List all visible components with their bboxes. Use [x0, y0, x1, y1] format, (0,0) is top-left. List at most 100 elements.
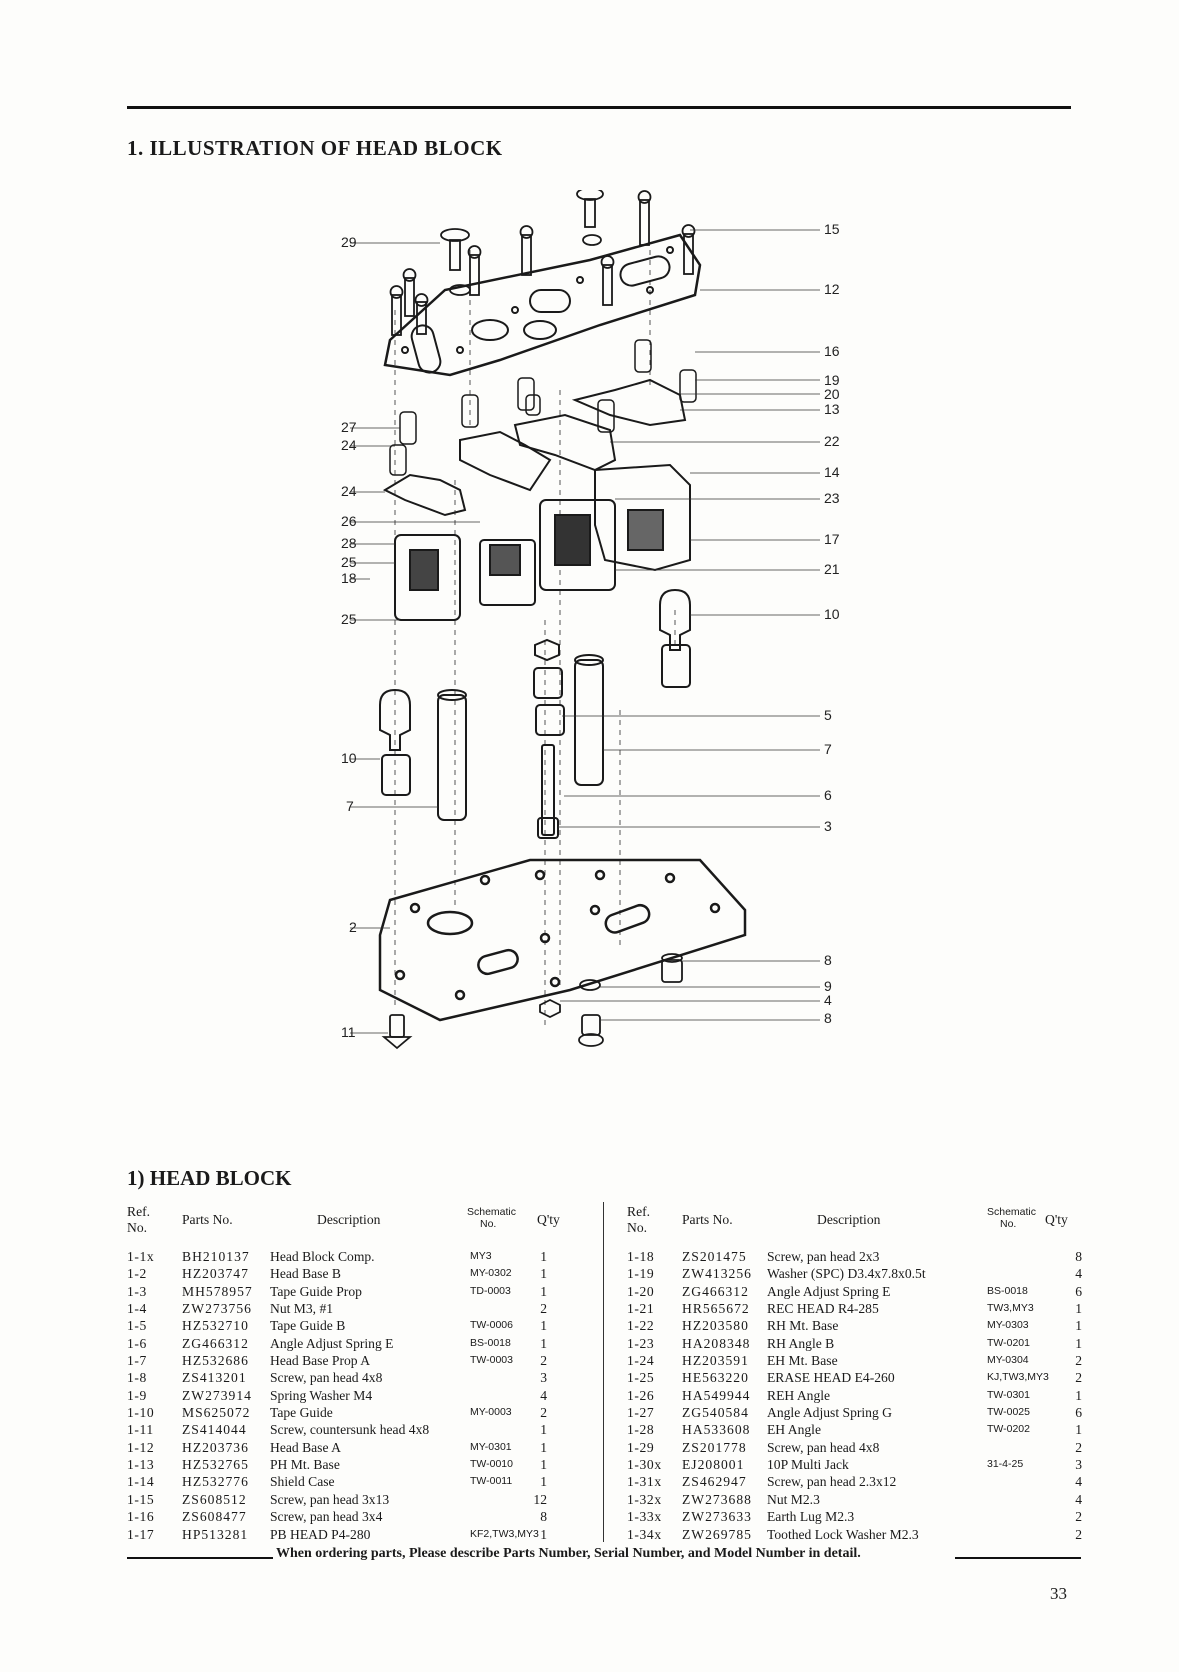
ref-no: 1-34x [627, 1526, 662, 1542]
ref-no: 1-25 [627, 1370, 655, 1386]
callout-16: 16 [824, 343, 840, 359]
ref-no: 1-1x [127, 1249, 155, 1264]
quantity: 6 [1075, 1405, 1082, 1421]
description: Spring Washer M4 [270, 1387, 373, 1403]
schematic-no: KF2,TW3,MY3 [470, 1527, 539, 1540]
schematic-no: TW-0301 [987, 1388, 1030, 1401]
col-ref-1: Ref. [127, 1204, 151, 1219]
top-rule [127, 106, 1071, 109]
quantity: 1 [1075, 1422, 1082, 1438]
ref-no: 1-30x [627, 1457, 662, 1473]
description: ERASE HEAD E4-260 [767, 1370, 895, 1386]
description: Screw, pan head 4x8 [270, 1370, 383, 1386]
description: REH Angle [767, 1387, 831, 1403]
schematic-no: TW3,MY3 [987, 1302, 1034, 1315]
ref-no: 1-17 [127, 1526, 155, 1542]
schematic-no: TW-0011 [470, 1475, 513, 1488]
quantity: 2 [540, 1353, 547, 1369]
quantity: 1 [1075, 1335, 1082, 1351]
ref-no: 1-19 [627, 1266, 655, 1282]
parts-no: HR565672 [682, 1301, 750, 1317]
parts-table-left: Ref. No. Parts No. Description Schematic… [127, 1200, 587, 1543]
callout-10-right: 10 [824, 606, 840, 622]
parts-no: HZ203591 [682, 1353, 749, 1369]
schematic-no: MY-0003 [470, 1406, 512, 1419]
ref-no: 1-23 [627, 1335, 655, 1351]
callout-7-right: 7 [824, 741, 832, 757]
page-number: 33 [1050, 1584, 1067, 1603]
callout-3: 3 [824, 818, 832, 834]
ref-no: 1-29 [627, 1439, 655, 1455]
quantity: 4 [1075, 1491, 1082, 1507]
ref-no: 1-31x [627, 1474, 662, 1490]
schematic-no: BS-0018 [987, 1284, 1028, 1297]
parts-no: MS625072 [182, 1405, 251, 1421]
parts-no: ZW413256 [682, 1266, 752, 1282]
schematic-no: MY-0303 [987, 1319, 1029, 1332]
callout-8: 8 [824, 952, 832, 968]
callout-25b: 25 [341, 611, 357, 627]
quantity: 1 [540, 1526, 547, 1542]
quantity: 1 [540, 1474, 547, 1490]
parts-no: ZW269785 [682, 1526, 752, 1542]
schematic-no: 31-4-25 [987, 1458, 1024, 1471]
col-ref-1: Ref. [627, 1204, 651, 1219]
callout-14: 14 [824, 464, 840, 480]
description: Tape Guide Prop [270, 1283, 362, 1299]
callout-4: 4 [824, 992, 832, 1008]
parts-no: ZS608512 [182, 1491, 247, 1507]
head-block-exploded-diagram [350, 190, 820, 1050]
schematic-no: BS-0018 [470, 1336, 511, 1349]
callout-7: 7 [346, 798, 354, 814]
description: Angle Adjust Spring E [767, 1283, 891, 1299]
mount-brackets [382, 378, 687, 517]
description: Nut M2.3 [767, 1491, 820, 1507]
parts-no: HZ203736 [182, 1439, 249, 1455]
head-base-a [383, 233, 702, 377]
col-parts-no: Parts No. [182, 1212, 233, 1227]
quantity: 1 [540, 1457, 547, 1473]
quantity: 1 [1075, 1318, 1082, 1334]
quantity: 1 [540, 1422, 547, 1438]
schematic-no: TW-0006 [470, 1319, 513, 1332]
ref-no: 1-24 [627, 1353, 655, 1369]
parts-no: ZG540584 [682, 1405, 749, 1421]
schematic-no: KJ,TW3,MY3 [987, 1371, 1049, 1384]
callout-12: 12 [824, 281, 840, 297]
callout-23: 23 [824, 490, 840, 506]
description: 10P Multi Jack [767, 1457, 849, 1473]
leader-lines [350, 229, 820, 1034]
ref-no: 1-12 [127, 1439, 155, 1455]
quantity: 8 [1075, 1249, 1082, 1264]
ref-no: 1-28 [627, 1422, 655, 1438]
parts-no: ZS414044 [182, 1422, 247, 1438]
schematic-no: MY-0304 [987, 1354, 1029, 1367]
parts-no: ZS608477 [182, 1509, 247, 1525]
callout-25: 25 [341, 554, 357, 570]
description: Head Base A [270, 1439, 341, 1455]
ref-no: 1-11 [127, 1422, 154, 1438]
quantity: 4 [1075, 1474, 1082, 1490]
schematic-no: TW-0010 [470, 1458, 513, 1471]
schematic-no: MY3 [470, 1250, 492, 1262]
ref-no: 1-4 [127, 1301, 147, 1317]
parts-no: MH578957 [182, 1283, 253, 1299]
ref-no: 1-20 [627, 1283, 655, 1299]
quantity: 1 [540, 1439, 547, 1455]
quantity: 2 [1075, 1509, 1082, 1525]
col-parts-no: Parts No. [682, 1212, 733, 1227]
parts-no: HZ532765 [182, 1457, 249, 1473]
schematic-no: MY-0301 [470, 1440, 512, 1453]
quantity: 2 [540, 1405, 547, 1421]
description: Angle Adjust Spring G [767, 1405, 892, 1421]
